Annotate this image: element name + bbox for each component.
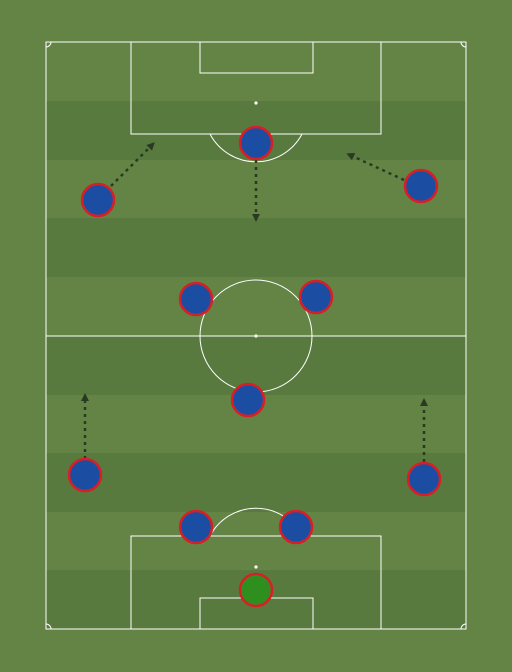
player-centre-back-right[interactable] xyxy=(278,509,314,545)
player-right-winger[interactable] xyxy=(403,168,439,204)
corner-arc-bottom-left xyxy=(45,623,52,630)
player-goalkeeper[interactable] xyxy=(238,572,274,608)
player-left-back[interactable] xyxy=(67,457,103,493)
player-right-back[interactable] xyxy=(406,461,442,497)
grass-stripe xyxy=(46,453,466,512)
corner-arc-top-right xyxy=(460,41,467,48)
run-arrow-left-winger xyxy=(110,142,155,187)
player-centre-back-left[interactable] xyxy=(178,509,214,545)
run-arrow-right-winger xyxy=(346,153,405,182)
player-defensive-midfielder[interactable] xyxy=(230,382,266,418)
corner-arc-top-left xyxy=(45,41,52,48)
player-striker[interactable] xyxy=(238,125,274,161)
player-central-midfielder-left[interactable] xyxy=(178,281,214,317)
top-goal-area xyxy=(199,41,314,74)
top-penalty-spot xyxy=(254,101,258,105)
corner-arc-bottom-right xyxy=(460,623,467,630)
player-central-midfielder-right[interactable] xyxy=(298,279,334,315)
bottom-penalty-spot xyxy=(254,565,258,569)
grass-stripe xyxy=(46,218,466,277)
centre-spot xyxy=(254,334,258,338)
player-left-winger[interactable] xyxy=(80,182,116,218)
